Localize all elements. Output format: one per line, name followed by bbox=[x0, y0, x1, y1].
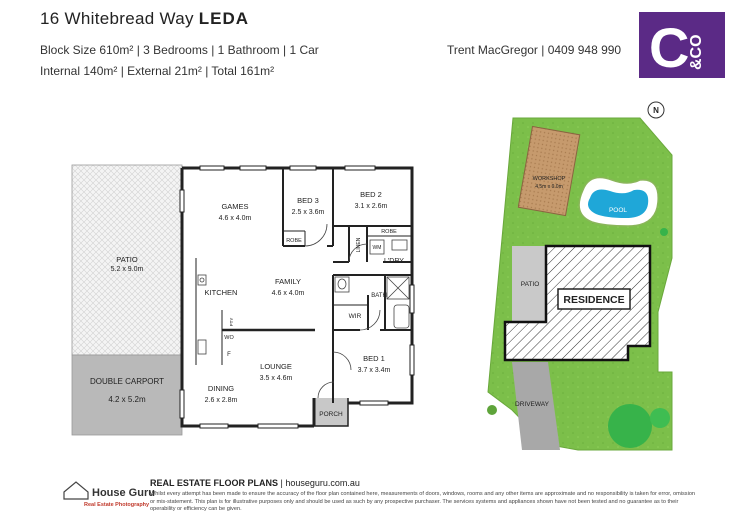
workshop-size: 4.5m x 9.0m bbox=[535, 184, 563, 190]
fridge-label: F bbox=[227, 352, 231, 358]
dining-size: 2.6 x 2.8m bbox=[205, 397, 238, 404]
lounge-label: LOUNGE bbox=[260, 362, 292, 371]
workshop-shape bbox=[517, 125, 581, 217]
bed1-size: 3.7 x 3.4m bbox=[358, 367, 391, 374]
property-specs: Block Size 610m² | 3 Bedrooms | 1 Bathro… bbox=[40, 43, 319, 57]
patio-label: PATIO bbox=[116, 255, 138, 264]
logo-sub: &CO bbox=[688, 34, 705, 70]
robe2-label: ROBE bbox=[381, 229, 397, 235]
house-guru-brand: House Guru bbox=[92, 487, 155, 499]
tree-small bbox=[650, 408, 670, 428]
linen-label: LINEN bbox=[356, 237, 362, 252]
laundry-label: L'DRY bbox=[384, 258, 404, 265]
shrub bbox=[487, 405, 497, 415]
family-label: FAMILY bbox=[275, 277, 301, 286]
agent-contact: Trent MacGregor | 0409 948 990 bbox=[447, 43, 622, 57]
bed2-label: BED 2 bbox=[360, 190, 382, 199]
north-arrow-icon bbox=[647, 101, 665, 119]
footer-disclaimer: Whilst every attempt has been made to en… bbox=[150, 491, 696, 513]
tree-large bbox=[608, 404, 652, 448]
bed2-size: 3.1 x 2.6m bbox=[355, 203, 388, 210]
bed3-size: 2.5 x 3.6m bbox=[292, 209, 325, 216]
site-plan: N WORKSHOP 4.5m x 9.0m POOL PATIO RESIDE… bbox=[487, 101, 673, 451]
kitchen-label: KITCHEN bbox=[205, 288, 238, 297]
dining-label: DINING bbox=[208, 384, 234, 393]
wo-label: WO bbox=[224, 335, 234, 341]
logo-letter: C bbox=[649, 16, 689, 78]
bath-label: BATH bbox=[371, 293, 387, 299]
wm-label: WM bbox=[373, 245, 382, 251]
porch-area bbox=[314, 398, 348, 426]
family-size: 4.6 x 4.0m bbox=[272, 290, 305, 297]
driveway-shape bbox=[512, 362, 560, 450]
porch-label: PORCH bbox=[319, 411, 343, 418]
house-guru-icon bbox=[63, 481, 89, 500]
footer-url: | houseguru.com.au bbox=[278, 478, 360, 488]
site-patio-label: PATIO bbox=[521, 281, 540, 288]
robe3-label: ROBE bbox=[286, 238, 302, 244]
property-suburb: LEDA bbox=[198, 9, 250, 28]
property-address: 16 Whitebread Way bbox=[40, 9, 194, 28]
pool-water bbox=[588, 189, 649, 218]
carport-area bbox=[71, 354, 183, 436]
patio-area bbox=[71, 164, 183, 356]
footer-title: REAL ESTATE FLOOR PLANS | houseguru.com.… bbox=[150, 478, 360, 488]
property-areas: Internal 140m² | External 21m² | Total 1… bbox=[40, 64, 275, 78]
lounge-size: 3.5 x 4.6m bbox=[260, 375, 293, 382]
workshop-label: WORKSHOP bbox=[533, 176, 566, 182]
games-size: 4.6 x 4.0m bbox=[219, 215, 252, 222]
property-title: 16 Whitebread Way LEDA bbox=[40, 9, 249, 29]
games-label: GAMES bbox=[221, 202, 248, 211]
agency-logo: C &CO bbox=[639, 12, 725, 79]
bed3-label: BED 3 bbox=[297, 196, 319, 205]
residence-label: RESIDENCE bbox=[563, 294, 624, 306]
footer-heading: REAL ESTATE FLOOR PLANS bbox=[150, 478, 279, 488]
wir-label: WIR bbox=[349, 313, 362, 320]
driveway-label: DRIVEWAY bbox=[515, 401, 550, 408]
north-label: N bbox=[653, 106, 659, 115]
carport-size: 4.2 x 5.2m bbox=[108, 395, 146, 404]
shrub-2 bbox=[660, 228, 668, 236]
pool-label: POOL bbox=[609, 207, 627, 214]
carport-label: DOUBLE CARPORT bbox=[90, 377, 164, 386]
patio-size: 5.2 x 9.0m bbox=[111, 266, 144, 273]
residence-label-box bbox=[557, 288, 631, 310]
pty-label: PTY bbox=[229, 318, 234, 327]
house-guru-sub: Real Estate Photography bbox=[84, 502, 150, 508]
bed1-label: BED 1 bbox=[363, 354, 385, 363]
